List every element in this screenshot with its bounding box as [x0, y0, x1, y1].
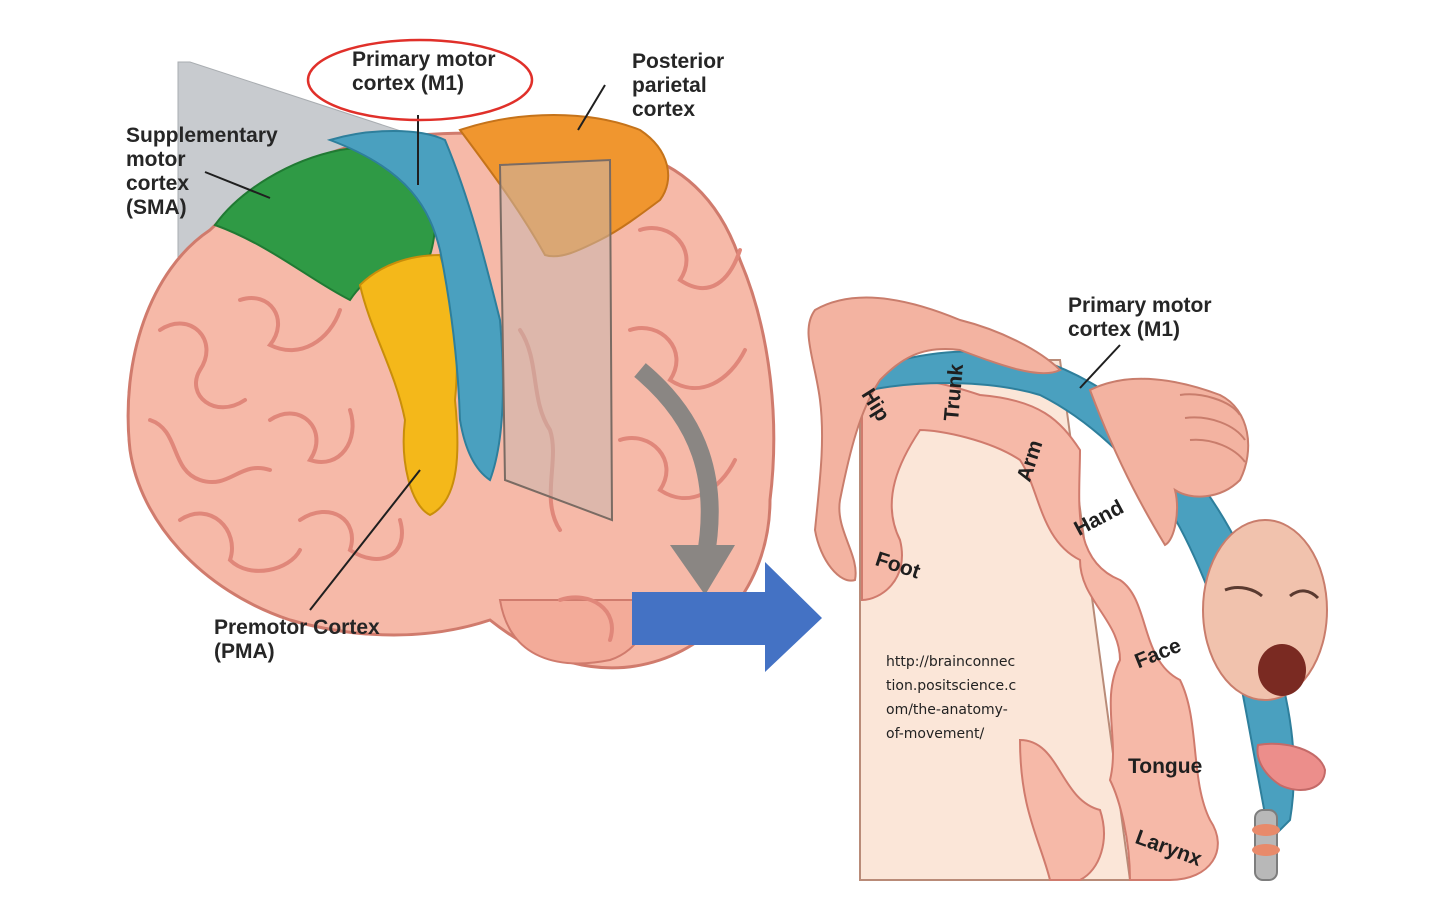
homunculus-leg — [807, 296, 1062, 582]
ppc-label: Posterior parietal cortex — [632, 50, 725, 121]
right-arrow-icon — [632, 562, 822, 672]
pma-region — [358, 253, 459, 517]
m1-label: Primary motor cortex (M1) — [352, 48, 496, 95]
source-url: http://brainconnec tion.positscience.c o… — [886, 654, 1017, 742]
section-m1-label: Primary motor cortex (M1) — [1068, 294, 1212, 341]
m1-region — [326, 130, 504, 482]
curved-down-arrow-icon — [634, 363, 735, 595]
homunculus-larynx — [1252, 809, 1280, 881]
homunculus-face — [1202, 519, 1328, 701]
highlight-circle — [306, 38, 534, 122]
homunculus-tongue — [1256, 742, 1327, 791]
gray-matter-band — [861, 377, 1219, 881]
sma-label: Supplementary motor cortex (SMA) — [126, 124, 278, 219]
pma-label: Premotor Cortex (PMA) — [214, 616, 380, 663]
brain-leader-lines — [204, 84, 606, 611]
section-leader-line — [1079, 344, 1121, 389]
coronal-plane — [498, 158, 614, 522]
homunculus-hand — [1088, 377, 1250, 547]
tongue-label: Tongue — [1128, 755, 1203, 778]
brain-hemisphere — [126, 114, 776, 670]
